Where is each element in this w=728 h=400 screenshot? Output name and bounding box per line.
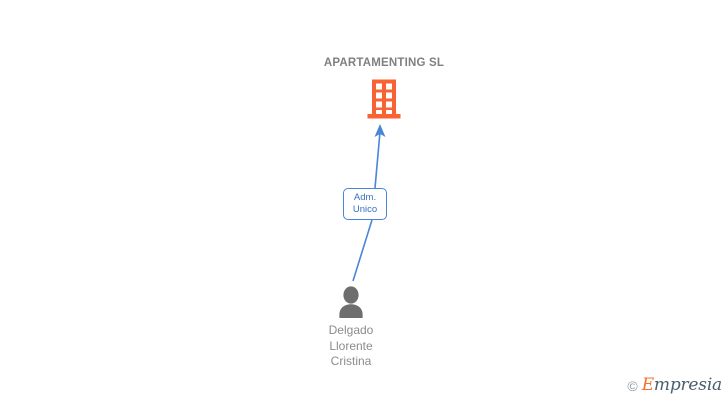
person-name-label: Delgado Llorente Cristina <box>285 323 417 370</box>
building-icon <box>264 78 504 120</box>
role-label-line-2: Unico <box>352 204 378 215</box>
person-node[interactable]: Delgado Llorente Cristina <box>285 286 417 370</box>
company-node[interactable]: APARTAMENTING SL <box>264 56 504 120</box>
role-label-line-1: Adm. <box>353 192 377 203</box>
copyright-icon: © <box>627 377 638 394</box>
brand-initial: E <box>641 375 654 395</box>
arrowhead-icon <box>374 124 386 137</box>
person-name-line-2: Llorente <box>329 338 373 353</box>
person-name-line-1: Delgado <box>328 323 374 337</box>
watermark: © Empresia <box>627 377 722 394</box>
person-avatar-icon <box>285 286 417 318</box>
connector-person-to-role <box>352 219 373 282</box>
role-label-box[interactable]: Adm. Unico <box>343 188 387 220</box>
brand-logo: Empresia <box>641 375 723 395</box>
brand-rest: mpresia <box>653 375 722 395</box>
company-name-label: APARTAMENTING SL <box>323 57 445 69</box>
person-name-line-3: Cristina <box>330 354 372 368</box>
connector-role-to-company <box>374 131 381 189</box>
